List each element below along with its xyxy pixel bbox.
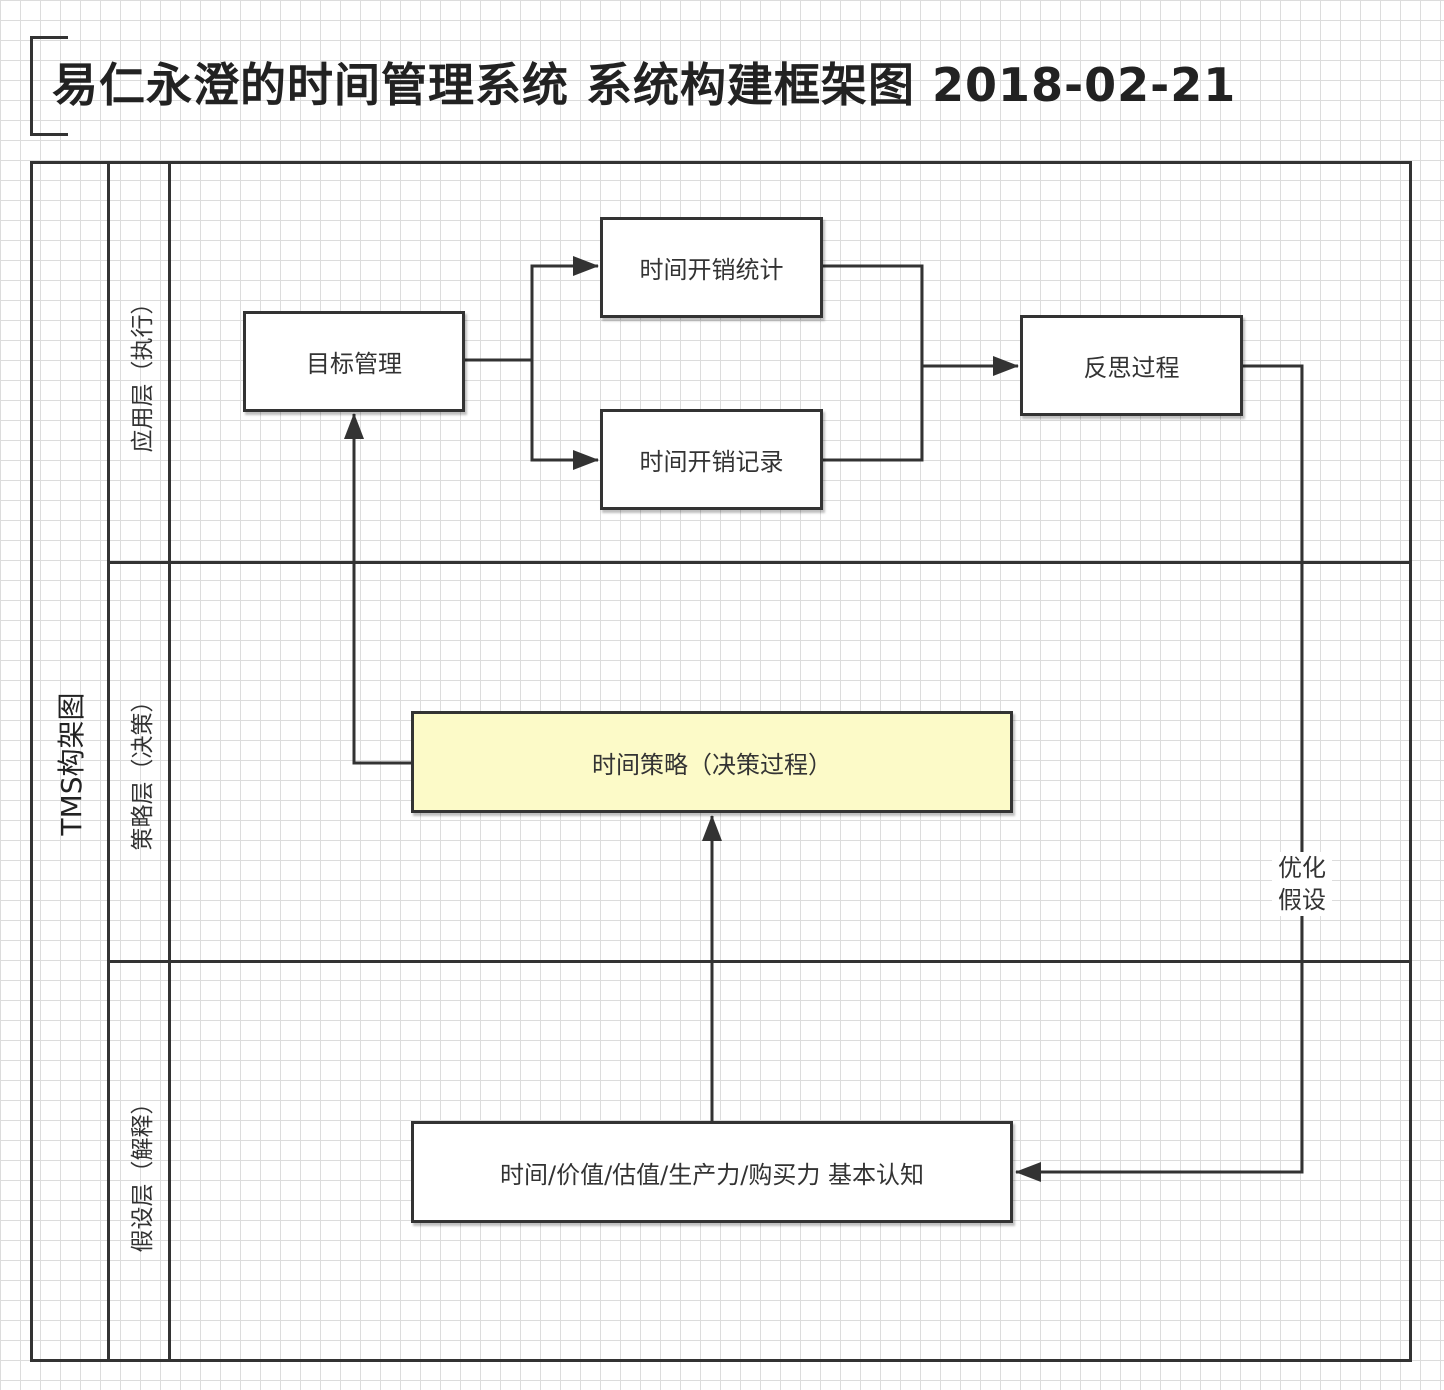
edge-goal-to-stats	[464, 256, 599, 362]
edge-label-line-2: 假设	[1278, 886, 1326, 914]
edge-label-line-1: 优化	[1278, 854, 1326, 882]
edge-strategy-to-goal	[344, 413, 411, 765]
edge-stats-to-reflect	[822, 264, 1019, 376]
node-reflection-process[interactable]: 反思过程	[1020, 315, 1243, 416]
node-time-cost-stats[interactable]: 时间开销统计	[600, 217, 823, 318]
edge-reflect-to-cognition	[1015, 364, 1304, 1182]
title-bracket	[30, 36, 68, 136]
node-time-strategy[interactable]: 时间策略（决策过程）	[411, 711, 1013, 813]
lane-divider-2	[108, 960, 1412, 963]
edge-record-to-reflect	[822, 366, 924, 462]
pool-frame	[30, 161, 1412, 1362]
diagram-title: 易仁永澄的时间管理系统 系统构建框架图 2018-02-21	[52, 58, 1237, 112]
node-time-cost-record[interactable]: 时间开销记录	[600, 409, 823, 510]
edge-goal-to-record	[530, 360, 599, 470]
lane-header-column	[108, 161, 171, 1362]
lane-divider-1	[108, 561, 1412, 564]
node-basic-cognition[interactable]: 时间/价值/估值/生产力/购买力 基本认知	[411, 1121, 1013, 1223]
edge-label-optimize-assumption: 优化 假设	[1272, 852, 1332, 916]
node-goal-management[interactable]: 目标管理	[243, 311, 465, 412]
pool-header	[30, 161, 110, 1362]
